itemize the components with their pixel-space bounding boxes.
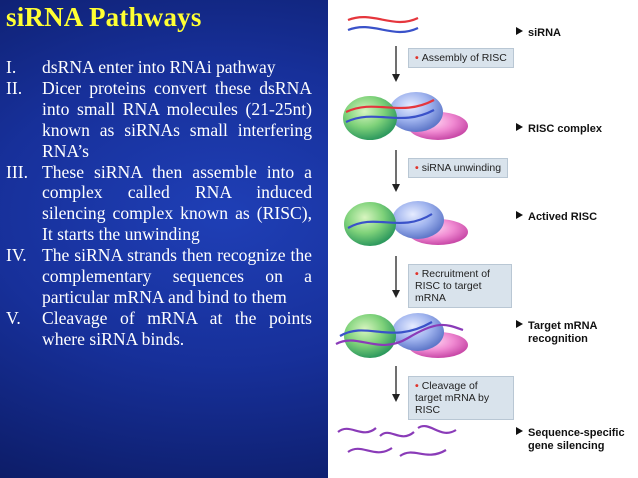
bullet-icon: • — [415, 268, 419, 280]
bullet-icon: • — [415, 162, 419, 174]
sirna-duplex-icon — [347, 16, 419, 33]
target-recognition-icon — [335, 313, 468, 358]
diagram-graphics — [335, 16, 468, 457]
down-arrow-icon — [392, 150, 400, 192]
list-text: Dicer proteins convert these dsRNA into … — [42, 77, 312, 161]
triangle-right-icon — [516, 27, 523, 35]
list-text: The siRNA strands then recognize the com… — [42, 245, 312, 307]
bullet-icon: • — [415, 52, 419, 64]
bullet-icon: • — [415, 380, 419, 392]
activated-risc-icon — [344, 201, 468, 246]
list-item: I. dsRNA enter into RNAi pathway — [6, 57, 312, 78]
list-text: Cleavage of mRNA at the points where siR… — [42, 307, 312, 349]
list-number: III. — [6, 161, 28, 182]
triangle-right-icon — [516, 123, 523, 131]
down-arrow-icon — [392, 366, 400, 402]
list-text: dsRNA enter into RNAi pathway — [42, 57, 276, 77]
list-number: V. — [6, 307, 21, 328]
risc-complex-icon — [343, 92, 468, 140]
down-arrow-icon — [392, 256, 400, 298]
triangle-right-icon — [516, 320, 523, 328]
list-item: III. These siRNA then assemble into a com… — [6, 162, 312, 246]
slide-title: siRNA Pathways — [6, 2, 202, 32]
stage-label-risc-complex: RISC complex — [516, 123, 602, 136]
stage-label-gene-silencing: Sequence-specific gene silencing — [516, 427, 638, 453]
stage-label-target-mrna: Target mRNA recognition — [516, 320, 608, 346]
stage-label-actived-risc: Actived RISC — [516, 211, 597, 224]
list-text: These siRNA then assemble into a complex… — [42, 161, 312, 245]
cleaved-mrna-icon — [337, 425, 457, 457]
list-item: II. Dicer proteins convert these dsRNA in… — [6, 78, 312, 162]
step-assembly-of-risc: •Assembly of RISC — [408, 48, 514, 68]
triangle-right-icon — [516, 211, 523, 219]
risc-pathway-diagram: •Assembly of RISC •siRNA unwinding •Recr… — [328, 0, 638, 478]
step-sirna-unwinding: •siRNA unwinding — [408, 158, 509, 178]
step-cleavage-of-target: •Cleavage of target mRNA by RISC — [408, 376, 514, 420]
triangle-right-icon — [516, 427, 523, 435]
list-number: II. — [6, 77, 23, 98]
down-arrow-icon — [392, 46, 400, 82]
step-recruitment-of-risc: •Recruitment of RISC to target mRNA — [408, 264, 512, 308]
list-item: IV. The siRNA strands then recognize the … — [6, 245, 312, 308]
list-number: I. — [6, 57, 17, 77]
pathway-list: I. dsRNA enter into RNAi pathway II. Dicer… — [6, 57, 312, 350]
stage-label-sirna: siRNA — [516, 27, 561, 40]
list-number: IV. — [6, 245, 27, 266]
list-item: V. Cleavage of mRNA at the points where s… — [6, 308, 312, 350]
